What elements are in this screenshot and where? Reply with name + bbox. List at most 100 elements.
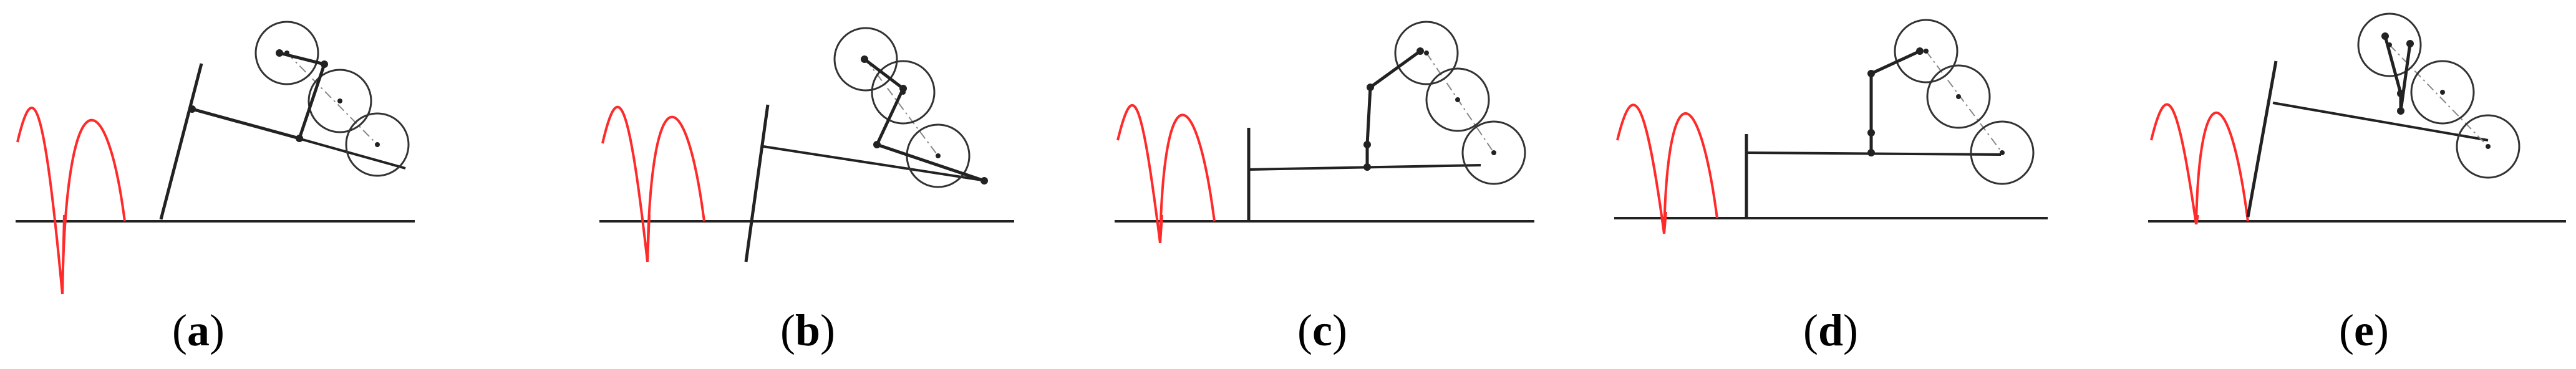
- caption-open-paren: (: [1803, 305, 1818, 355]
- caption-open-paren: (: [780, 305, 795, 355]
- wheel-circle-2: [307, 69, 372, 133]
- linkage-chain: [1869, 49, 1921, 153]
- panel-b-drawing: [599, 27, 1014, 262]
- joint-dot: [1416, 47, 1424, 55]
- panel-caption: (c): [1254, 302, 1391, 358]
- wheel-circle-1: [254, 21, 319, 85]
- linkage-chain: [191, 51, 327, 141]
- wheel-center-line: [1426, 52, 1494, 153]
- wheel-center-dot: [2387, 42, 2392, 47]
- leg-link: [159, 63, 203, 220]
- linkage-chain: [863, 58, 985, 183]
- wheel-circle-1: [833, 27, 898, 92]
- joint-dot: [2381, 32, 2389, 40]
- wheel-circle-3: [2456, 114, 2520, 179]
- panel-e: (e): [2061, 0, 2576, 369]
- joint-dot: [2397, 107, 2404, 115]
- joint-dot: [276, 49, 283, 57]
- wheel-center-dot: [2440, 90, 2445, 95]
- caption-close-paren: ): [820, 305, 835, 355]
- joint-dot: [188, 105, 196, 113]
- foot-trajectory-curve: [1616, 103, 1718, 234]
- joint-dot: [1867, 70, 1875, 77]
- wheel-circle-1: [1394, 21, 1459, 85]
- foot-trajectory-cusp: [1159, 214, 1163, 244]
- joint-dot: [1363, 163, 1371, 171]
- panel-caption: (b): [739, 302, 876, 358]
- wheel-center-line: [2389, 44, 2489, 147]
- joint-dot: [1867, 129, 1875, 137]
- joint-dot: [321, 60, 328, 68]
- wheel-center-dot: [1424, 50, 1429, 55]
- joint-dot: [2397, 90, 2404, 97]
- wheel-center-line: [1925, 50, 2003, 153]
- wheel-center-dot: [901, 90, 906, 95]
- wheel-center-dot: [284, 50, 289, 55]
- linkage-chain: [2383, 36, 2412, 112]
- body-link: [2272, 102, 2489, 141]
- panel-d-drawing: [1614, 19, 2048, 234]
- linkage-chain: [1365, 49, 1421, 167]
- foot-trajectory-curve: [1116, 103, 1216, 244]
- caption-open-paren: (: [2339, 305, 2355, 355]
- caption-close-paren: ): [1332, 305, 1347, 355]
- foot-trajectory-cusp: [2195, 214, 2199, 225]
- wheel-center-dot: [1924, 49, 1929, 54]
- wheel-circle-3: [345, 112, 410, 177]
- wheel-circle-2: [871, 60, 936, 125]
- caption-open-paren: (: [1297, 305, 1313, 355]
- caption-close-paren: ): [1843, 305, 1858, 355]
- wheel-center-dot: [936, 153, 941, 158]
- caption-close-paren: ): [210, 305, 225, 355]
- caption-letter: c: [1312, 305, 1332, 355]
- joint-dot: [1367, 84, 1374, 91]
- foot-trajectory-curve: [16, 107, 126, 295]
- panel-caption: (a): [130, 302, 267, 358]
- body-link: [763, 145, 987, 182]
- joint-dot: [296, 135, 303, 142]
- joint-dot: [899, 85, 907, 92]
- panel-a: (a): [0, 0, 515, 369]
- caption-letter: e: [2354, 305, 2374, 355]
- wheel-circle-3: [1461, 120, 1526, 185]
- wheel-center-dot: [337, 98, 342, 103]
- foot-trajectory-cusp: [646, 214, 651, 262]
- caption-letter: d: [1818, 305, 1844, 355]
- panel-c: (c): [1030, 0, 1546, 369]
- wheel-circle-1: [1894, 19, 1959, 84]
- joint-dot: [1363, 141, 1371, 148]
- wheel-circle-2: [1425, 67, 1490, 132]
- leg-link: [2246, 60, 2278, 218]
- wheel-center-dot: [2000, 150, 2005, 155]
- panel-a-drawing: [16, 21, 415, 295]
- wheel-circle-3: [1970, 120, 2035, 185]
- panel-caption: (e): [2295, 302, 2433, 358]
- wheel-center-dot: [375, 142, 380, 147]
- foot-trajectory-cusp: [1663, 211, 1667, 234]
- caption-letter: a: [187, 305, 210, 355]
- panel-d: (d): [1546, 0, 2061, 369]
- foot-trajectory-cusp: [61, 214, 65, 295]
- leg-link: [744, 104, 770, 262]
- wheel-center-dot: [1491, 150, 1496, 155]
- wheel-center-dot: [2486, 144, 2491, 149]
- joint-dot: [1916, 47, 1924, 55]
- joint-dot: [2406, 40, 2414, 47]
- panel-c-drawing: [1115, 21, 1534, 244]
- joint-dot: [1867, 149, 1875, 156]
- wheel-circle-2: [2410, 60, 2475, 125]
- caption-open-paren: (: [172, 305, 187, 355]
- panel-caption: (d): [1762, 302, 1899, 358]
- foot-trajectory-curve: [2150, 103, 2249, 225]
- foot-trajectory-curve: [601, 105, 705, 262]
- wheel-circle-1: [2357, 12, 2422, 77]
- joint-dot: [981, 177, 988, 184]
- wheel-circle-2: [1926, 64, 1991, 129]
- panel-e-drawing: [2148, 12, 2566, 225]
- panel-b: (b): [515, 0, 1030, 369]
- wheel-center-dot: [1956, 94, 1961, 99]
- wheel-center-dot: [1455, 97, 1460, 102]
- caption-close-paren: ): [2373, 305, 2389, 355]
- caption-letter: b: [795, 305, 821, 355]
